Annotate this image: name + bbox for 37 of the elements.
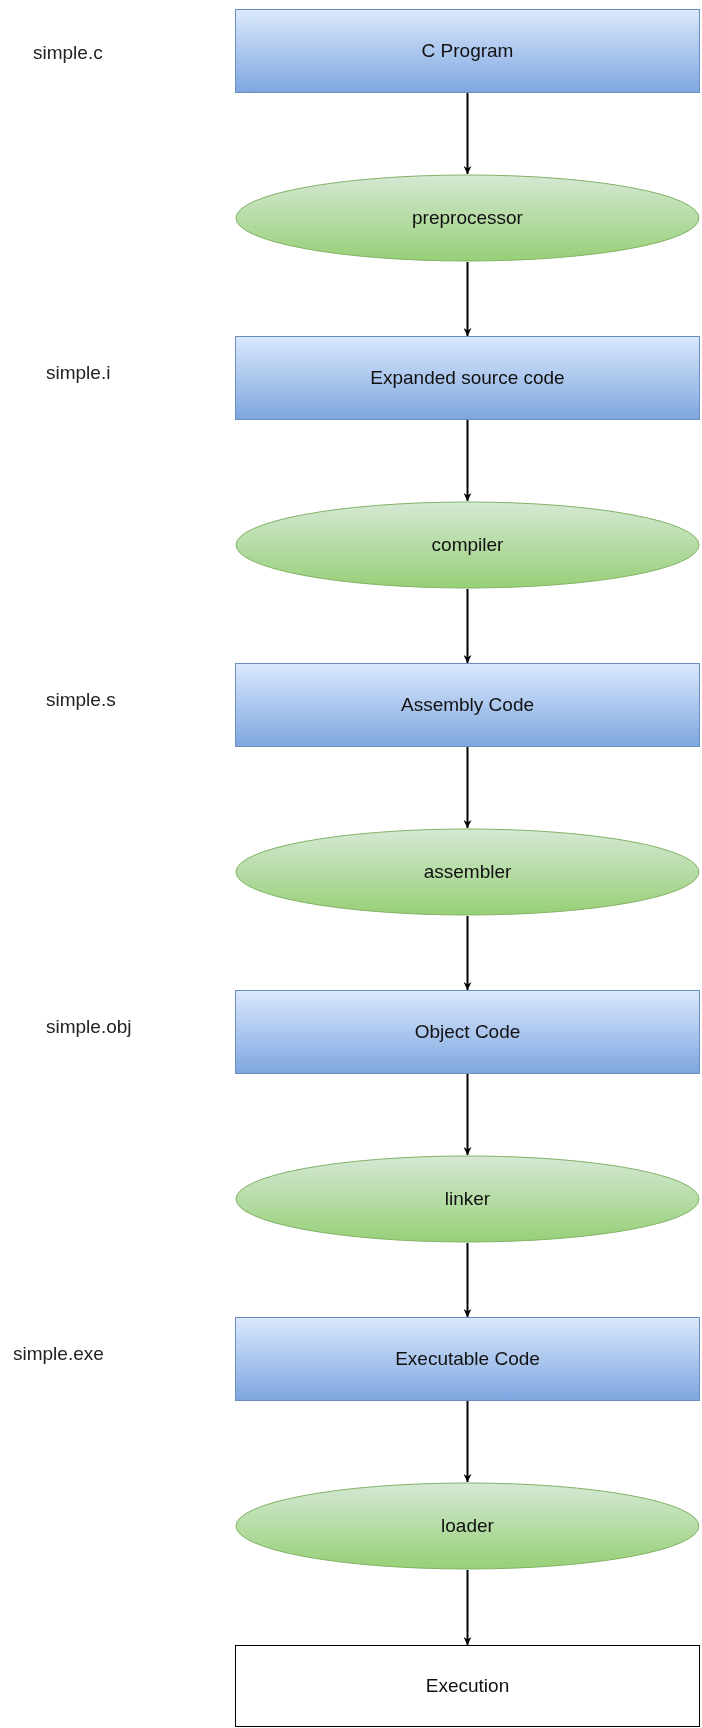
node-label: Executable Code	[395, 1348, 540, 1370]
node-label: Expanded source code	[370, 367, 565, 389]
process-ellipse	[235, 174, 700, 262]
node-label: Execution	[425, 1675, 510, 1697]
arrow	[463, 1242, 472, 1318]
node-label: compiler	[431, 534, 504, 556]
node-label: C Program	[421, 40, 514, 62]
arrow	[463, 1400, 472, 1483]
process-ellipse	[235, 1482, 700, 1570]
node-label: linker	[444, 1188, 491, 1210]
arrow	[463, 1569, 472, 1646]
arrow	[463, 92, 472, 175]
arrow	[463, 746, 472, 829]
process-ellipse	[235, 501, 700, 589]
file-name-label: simple.obj	[46, 1016, 132, 1038]
process-box	[235, 336, 700, 420]
process-box	[235, 1317, 700, 1401]
arrow	[463, 419, 472, 502]
arrow	[463, 915, 472, 991]
process-box	[235, 990, 700, 1074]
file-name-label: simple.c	[33, 42, 103, 64]
arrow	[463, 588, 472, 664]
process-box	[235, 9, 700, 93]
process-ellipse	[235, 828, 700, 916]
file-name-label: simple.i	[46, 362, 111, 384]
arrow	[463, 261, 472, 337]
process-ellipse	[235, 1155, 700, 1243]
file-name-label: simple.exe	[13, 1343, 104, 1365]
node-label: Object Code	[414, 1021, 521, 1043]
node-label: Assembly Code	[400, 694, 535, 716]
arrow	[463, 1073, 472, 1156]
node-label: loader	[441, 1515, 494, 1537]
file-name-label: simple.s	[46, 689, 116, 711]
node-label: preprocessor	[412, 207, 523, 229]
node-label: assembler	[423, 861, 512, 883]
process-box	[235, 1645, 700, 1727]
process-box	[235, 663, 700, 747]
